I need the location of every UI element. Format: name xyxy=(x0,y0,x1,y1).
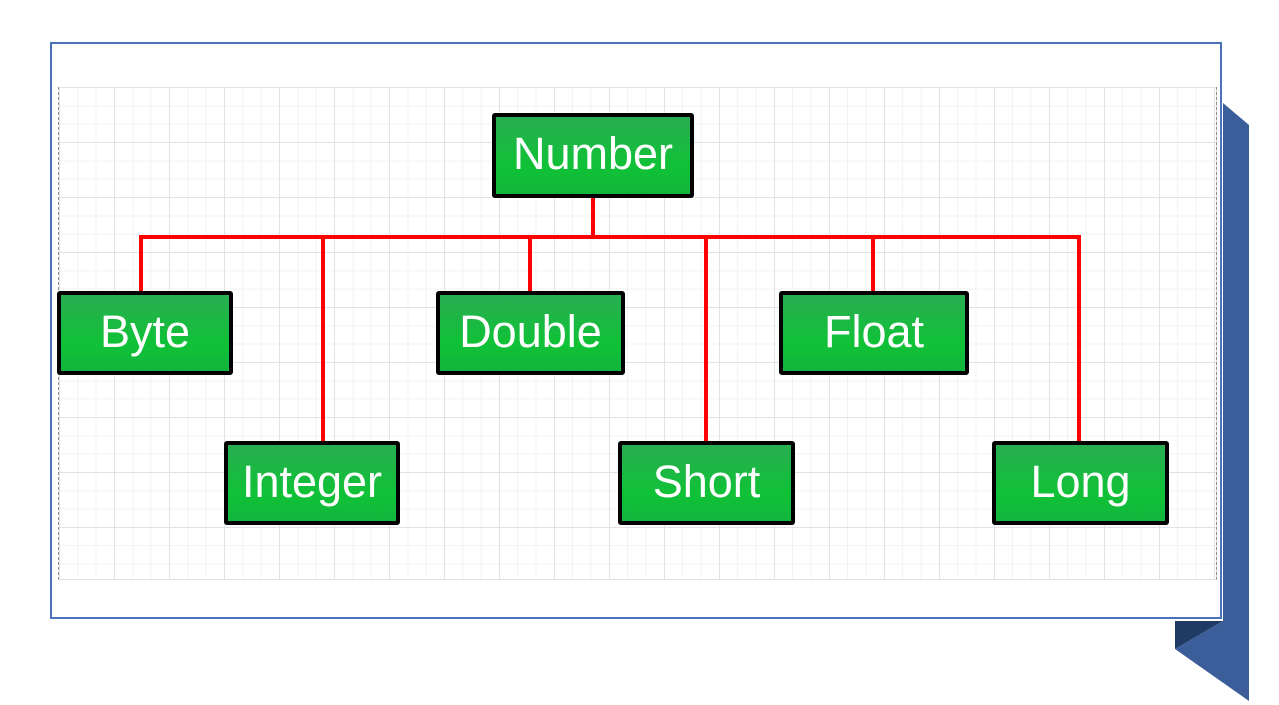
node-long: Long xyxy=(992,441,1169,525)
node-double-label: Double xyxy=(459,305,602,357)
node-short: Short xyxy=(618,441,795,525)
node-byte-label: Byte xyxy=(99,305,191,357)
node-number: Number xyxy=(492,113,694,198)
node-short-label: Short xyxy=(652,455,761,507)
node-byte: Byte xyxy=(57,291,233,375)
node-float-label: Float xyxy=(823,305,925,357)
node-float: Float xyxy=(779,291,969,375)
node-double: Double xyxy=(436,291,625,375)
ribbon-band xyxy=(1175,103,1249,701)
node-integer-label: Integer xyxy=(241,455,383,507)
node-integer: Integer xyxy=(224,441,400,525)
node-long-label: Long xyxy=(1030,455,1131,507)
node-number-label: Number xyxy=(512,128,674,179)
